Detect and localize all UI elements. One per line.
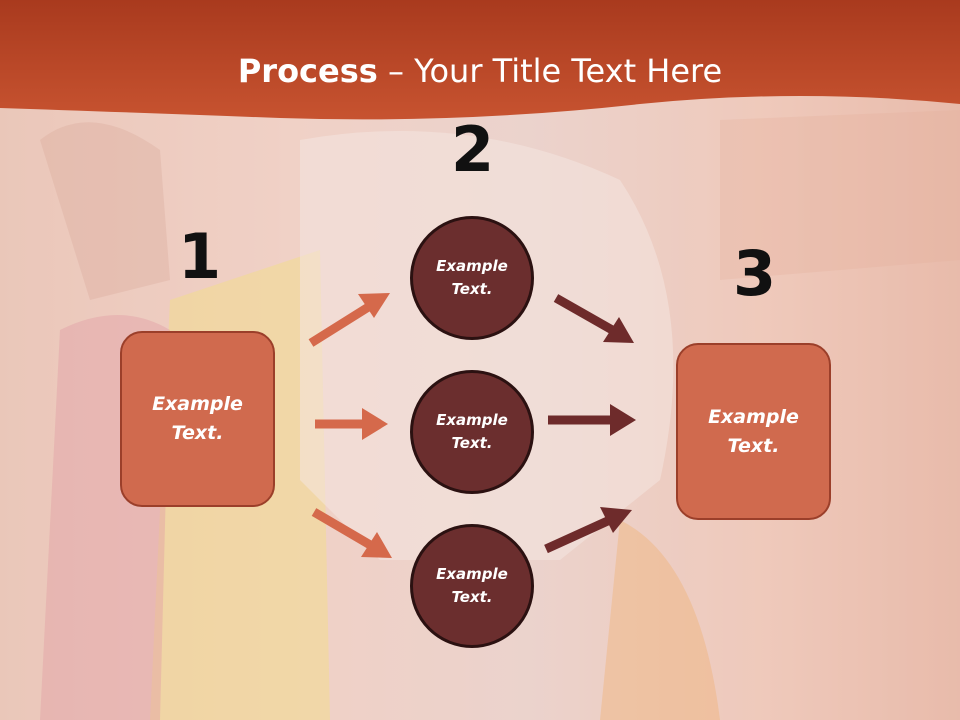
circle-bottom-text: Example Text. xyxy=(436,565,508,606)
arrow-right-middle xyxy=(548,404,636,436)
circle-top: Example Text. xyxy=(410,216,534,340)
title-bold: Process xyxy=(237,52,378,90)
circle-top-text: Example Text. xyxy=(436,257,508,298)
right-box: Example Text. xyxy=(676,343,831,520)
circle-bottom: Example Text. xyxy=(410,524,534,648)
arrow-left-up xyxy=(308,293,390,347)
step-number-2: 2 xyxy=(451,113,495,186)
slide-title: Process – Your Title Text Here xyxy=(0,52,960,90)
title-rest: – Your Title Text Here xyxy=(377,52,723,90)
step-number-1: 1 xyxy=(178,220,222,293)
step-number-3: 3 xyxy=(733,237,777,310)
arrow-right-up xyxy=(544,507,632,554)
left-box-text: Example Text. xyxy=(152,393,243,444)
arrow-left-middle xyxy=(315,408,388,440)
left-box: Example Text. xyxy=(120,331,275,507)
circle-middle: Example Text. xyxy=(410,370,534,494)
arrow-right-down xyxy=(553,294,634,343)
right-box-text: Example Text. xyxy=(708,405,799,457)
circle-middle-text: Example Text. xyxy=(436,411,508,452)
arrow-left-down xyxy=(311,508,392,558)
header-band xyxy=(0,0,960,120)
